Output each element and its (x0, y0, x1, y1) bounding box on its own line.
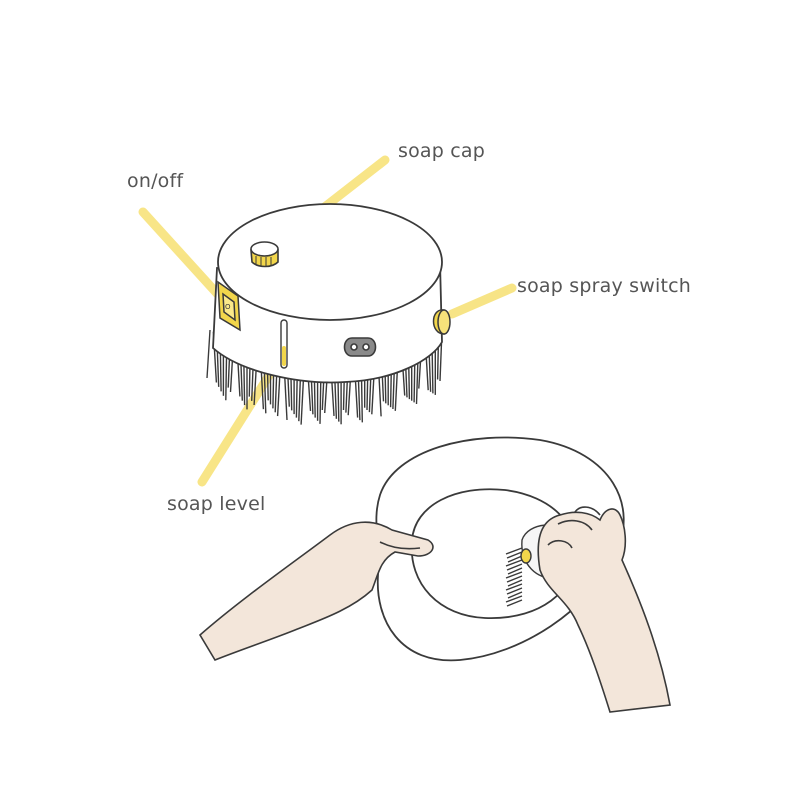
soap-level-window (281, 320, 287, 368)
charging-port-icon (345, 338, 376, 356)
label-on-off: on/off (127, 170, 183, 192)
soap-cap (251, 242, 278, 267)
label-soap-level: soap level (167, 493, 265, 515)
soap-spray-switch (434, 310, 451, 334)
label-soap-spray-switch: soap spray switch (517, 275, 691, 297)
label-soap-cap: soap cap (398, 140, 485, 162)
brush-body (213, 204, 442, 382)
leader-soap-spray-switch (452, 288, 512, 314)
svg-text:O: O (225, 303, 231, 311)
